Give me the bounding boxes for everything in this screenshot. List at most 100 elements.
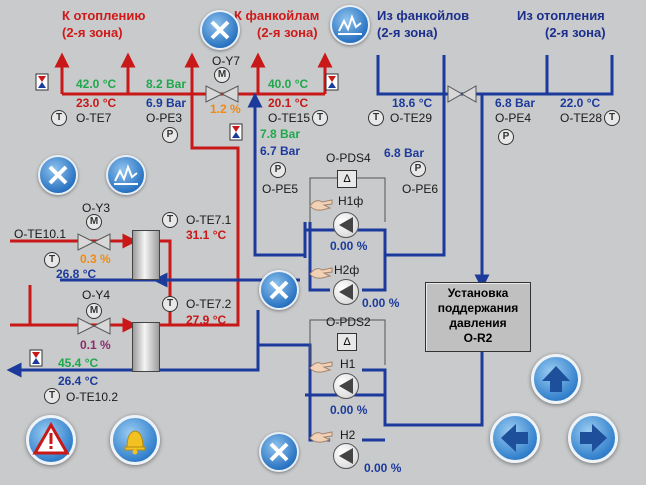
h1-label: Н1 [340, 357, 356, 371]
header-to-heating-zone: (2-я зона) [62, 25, 123, 40]
motor-icon: M [86, 214, 102, 230]
hand-icon[interactable] [308, 358, 334, 374]
tools-icon[interactable] [38, 155, 78, 195]
header-from-fancoils: Из фанкойлов [377, 8, 470, 23]
te102-label: O-TE10.2 [66, 390, 119, 404]
pds2-label: O-PDS2 [326, 315, 371, 329]
r2-line2: поддержания [437, 301, 519, 315]
temp-sensor-icon: T [604, 110, 620, 126]
up-arrow-button[interactable] [531, 354, 581, 404]
te101-temp: 26.8 °C [56, 267, 97, 281]
y7-value: 1.2 % [210, 102, 241, 116]
motor-icon: M [214, 67, 230, 83]
te101-label: O-TE10.1 [14, 227, 67, 241]
h2f-value: 0.00 % [362, 296, 400, 310]
te29-label: O-TE29 [390, 111, 433, 125]
pds2-delta: Δ [337, 333, 357, 351]
alarm-button[interactable] [26, 415, 76, 465]
pump-h2f[interactable] [333, 279, 359, 305]
hand-icon[interactable] [308, 196, 334, 212]
h2f-label: Н2ф [334, 263, 360, 277]
temp-sensor-icon: T [162, 296, 178, 312]
pressure-sensor-icon: P [270, 162, 286, 178]
h2-label: Н2 [340, 428, 356, 442]
pe4-pressure: 6.8 Bar [495, 96, 536, 110]
pe6-label: O-PE6 [402, 182, 439, 196]
tools-icon[interactable] [200, 10, 240, 50]
r2-line4: O-R2 [463, 331, 493, 345]
pe4-label: O-PE4 [495, 111, 532, 125]
tools-icon[interactable] [259, 432, 299, 472]
tools-icon[interactable] [259, 270, 299, 310]
te71-temp: 31.1 °C [186, 228, 227, 242]
te28-label: O-TE28 [560, 111, 603, 125]
y4-value: 0.1 % [80, 338, 111, 352]
pe5-upper: 7.8 Bar [260, 127, 301, 141]
pe5-pressure: 6.7 Bar [260, 144, 301, 158]
te7-temp: 23.0 °C [76, 96, 117, 110]
header-from-heating: Из отопления [517, 8, 605, 23]
te102-temp: 26.4 °C [58, 374, 99, 388]
temp-sensor-icon: T [312, 110, 328, 126]
temp-sensor-icon: T [51, 110, 67, 126]
pressure-sensor-icon: P [498, 129, 514, 145]
heating-supply-pressure: 8.2 Bar [146, 77, 187, 91]
pressure-sensor-icon: P [410, 161, 426, 177]
right-arrow-button[interactable] [568, 413, 618, 463]
y7-label: O-Y7 [212, 54, 241, 68]
pressure-unit-r2[interactable]: Установка поддержания давления O-R2 [425, 282, 531, 352]
temp-sensor-icon: T [162, 212, 178, 228]
te15-label: O-TE15 [268, 111, 311, 125]
valves [77, 85, 477, 335]
temp-sensor-icon: T [44, 252, 60, 268]
left-arrow-button[interactable] [490, 413, 540, 463]
pressure-sensor-icon: P [162, 127, 178, 143]
header-to-fancoils: К фанкойлам [234, 8, 320, 23]
header-to-heating: К отоплению [62, 8, 146, 23]
te28-temp: 22.0 °C [560, 96, 601, 110]
pump-h2[interactable] [333, 443, 359, 469]
te72-label: O-TE7.2 [186, 297, 232, 311]
h1-value: 0.00 % [330, 403, 368, 417]
hand-icon[interactable] [308, 264, 334, 280]
pds4-label: O-PDS4 [326, 151, 371, 165]
temp-sensor-icon: T [44, 388, 60, 404]
h1f-value: 0.00 % [330, 239, 368, 253]
pump-h1[interactable] [333, 373, 359, 399]
motor-icon: M [86, 303, 102, 319]
bell-button[interactable] [110, 415, 160, 465]
pe3-label: O-PE3 [146, 111, 183, 125]
h1f-label: Н1ф [338, 194, 364, 208]
y4-label: O-Y4 [82, 288, 111, 302]
header-from-fancoils-zone: (2-я зона) [377, 25, 438, 40]
hand-icon[interactable] [308, 428, 334, 444]
header-to-fancoils-zone: (2-я зона) [257, 25, 318, 40]
te72-temp: 27.9 °C [186, 313, 227, 327]
trend-chart-icon[interactable] [330, 5, 370, 45]
y3-value: 0.3 % [80, 252, 111, 266]
te7-label: O-TE7 [76, 111, 112, 125]
pds4-delta: Δ [337, 170, 357, 188]
supply-pipes [10, 52, 333, 333]
y3-label: O-Y3 [82, 201, 111, 215]
pe3-pressure: 6.9 Bar [146, 96, 187, 110]
te15-temp: 20.1 °C [268, 96, 309, 110]
low-supply-temp: 45.4 °C [58, 356, 99, 370]
fancoil-supply-temp: 40.0 °C [268, 77, 309, 91]
te71-label: O-TE7.1 [186, 213, 232, 227]
heating-supply-temp: 42.0 °C [76, 77, 117, 91]
r2-line1: Установка [447, 286, 509, 300]
trend-chart-icon[interactable] [106, 155, 146, 195]
te29-temp: 18.6 °C [392, 96, 433, 110]
r2-line3: давления [449, 316, 507, 330]
h2-value: 0.00 % [364, 461, 402, 475]
temp-sensor-icon: T [368, 110, 384, 126]
pump-h1f[interactable] [333, 212, 359, 238]
heat-exchanger-1 [132, 230, 160, 280]
heat-exchanger-2 [132, 322, 160, 372]
header-from-heating-zone: (2-я зона) [545, 25, 606, 40]
pe6-pressure: 6.8 Bar [384, 146, 425, 160]
pe5-label: O-PE5 [262, 182, 299, 196]
